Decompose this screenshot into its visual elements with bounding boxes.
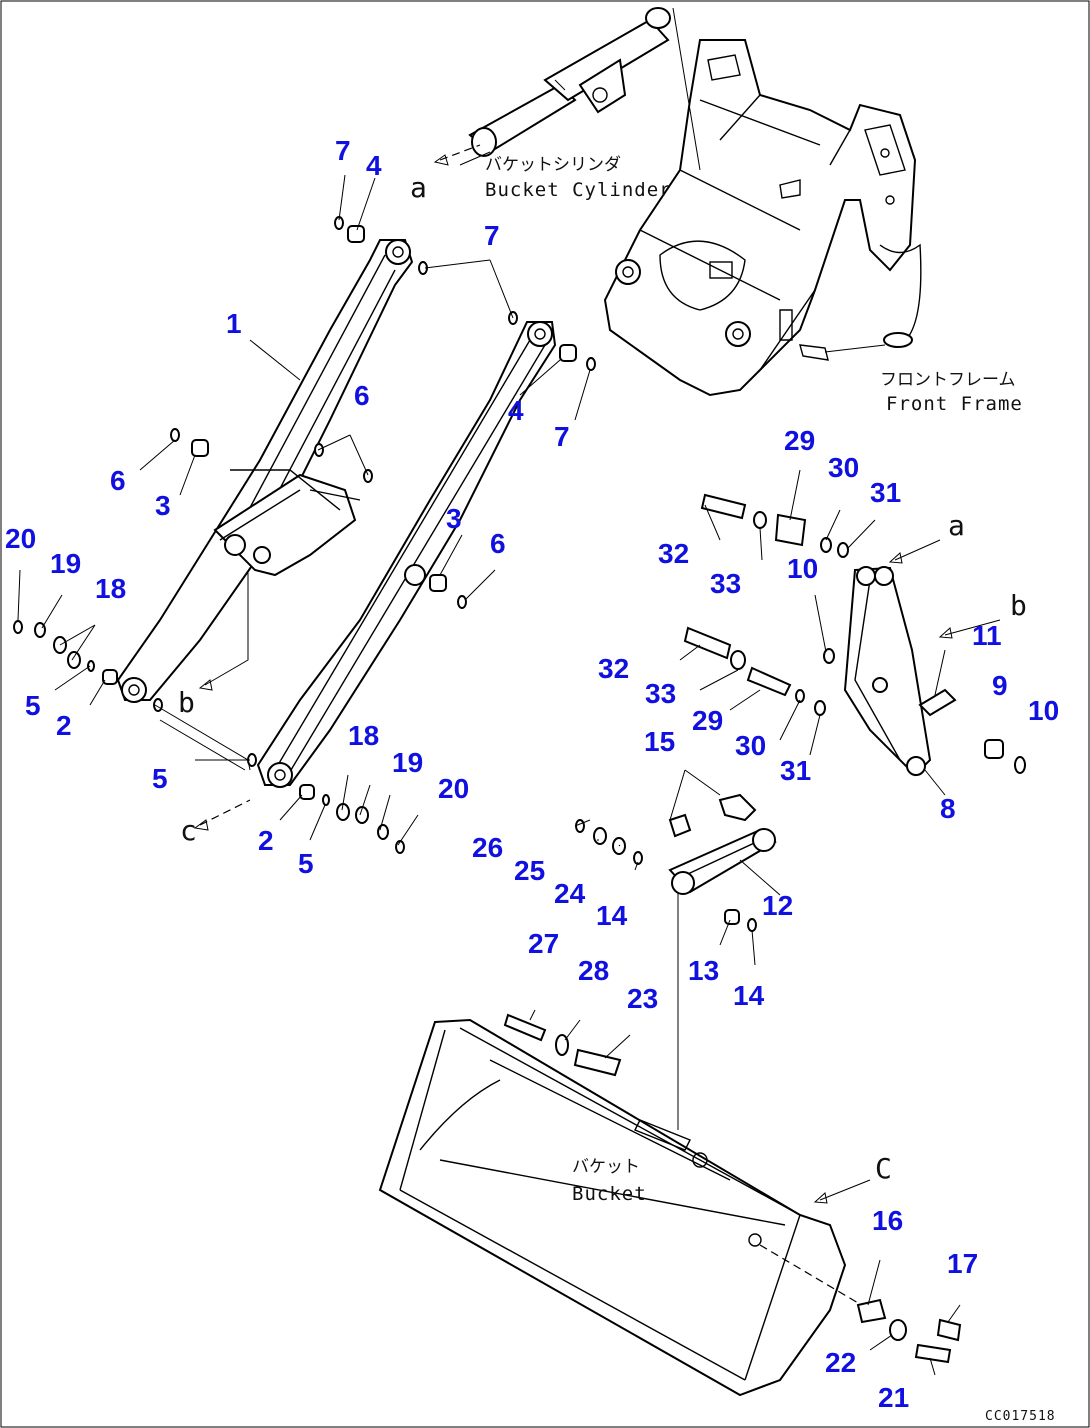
callout-5: 5 (152, 763, 168, 794)
callout-24: 24 (554, 878, 586, 909)
bucket-cylinder-jp-label: バケットシリンダ (485, 155, 621, 175)
callout-19: 19 (50, 548, 81, 579)
callout-31: 31 (780, 755, 811, 786)
drawing-code: CC017518 (985, 1409, 1056, 1424)
callout-16: 16 (872, 1205, 903, 1236)
front-frame-jp-label: フロントフレーム (880, 370, 1016, 390)
front-frame-drawing (603, 39, 922, 397)
callout-5: 5 (25, 690, 41, 721)
callout-7: 7 (335, 135, 351, 166)
reference-arrows (154, 144, 1001, 1204)
bucket-label: Bucket (572, 1183, 647, 1205)
callout-6: 6 (490, 528, 506, 559)
callout-10: 10 (1028, 695, 1059, 726)
callout-3: 3 (446, 503, 462, 534)
callout-4: 4 (508, 395, 524, 426)
callout-2: 2 (56, 710, 72, 741)
callout-18: 18 (95, 573, 126, 604)
reference-letters: a a b b c C (178, 171, 1027, 1185)
ref-c-lower: c (180, 814, 197, 847)
callout-32: 32 (658, 538, 689, 569)
callout-6: 6 (110, 465, 126, 496)
callout-10: 10 (787, 553, 818, 584)
callout-14: 14 (733, 980, 765, 1011)
callout-7: 7 (484, 220, 500, 251)
callout-30: 30 (735, 730, 766, 761)
ref-a-lower: a (948, 509, 965, 542)
callout-6: 6 (354, 380, 370, 411)
callout-1: 1 (226, 308, 242, 339)
leader-lines (17, 174, 961, 1376)
ref-c-bucket: C (875, 1152, 892, 1185)
callout-4: 4 (366, 150, 382, 181)
callout-18: 18 (348, 720, 379, 751)
callout-9: 9 (992, 670, 1008, 701)
bucket-cylinder-drawing (459, 7, 701, 171)
bucket-link-drawing (668, 828, 777, 1130)
callout-8: 8 (940, 793, 956, 824)
callout-11: 11 (972, 620, 1002, 651)
callout-3: 3 (155, 490, 171, 521)
callout-19: 19 (392, 747, 423, 778)
ref-a-upper: a (410, 171, 427, 204)
callout-12: 12 (762, 890, 793, 921)
callout-2: 2 (258, 825, 274, 856)
callout-20: 20 (438, 773, 469, 804)
hardware-parts (13, 216, 1026, 1364)
callout-26: 26 (472, 832, 503, 863)
callout-29: 29 (784, 425, 815, 456)
callout-22: 22 (825, 1347, 856, 1378)
callout-7: 7 (554, 421, 570, 452)
callout-33: 33 (710, 568, 741, 599)
callout-30: 30 (828, 452, 859, 483)
callout-28: 28 (578, 955, 609, 986)
ref-b-right: b (1010, 589, 1027, 622)
ref-b-left: b (178, 686, 195, 719)
bucket-cylinder-label: Bucket Cylinder (485, 179, 672, 201)
callout-23: 23 (627, 983, 658, 1014)
callout-33: 33 (645, 678, 676, 709)
callout-5: 5 (298, 848, 314, 879)
callout-numbers: 7 4 7 1 4 7 6 6 3 3 6 20 19 18 5 2 5 18 … (5, 135, 1059, 1413)
callout-15: 15 (644, 726, 675, 757)
lift-arm-drawing (116, 239, 557, 788)
front-frame-label: Front Frame (886, 393, 1023, 415)
callout-32: 32 (598, 653, 629, 684)
bucket-drawing (378, 1018, 871, 1397)
callout-31: 31 (870, 477, 901, 508)
bellcrank-drawing (843, 566, 932, 777)
component-labels: バケットシリンダ Bucket Cylinder フロントフレーム Front … (485, 155, 1056, 1424)
callout-21: 21 (878, 1382, 909, 1413)
callout-17: 17 (947, 1248, 978, 1279)
callout-25: 25 (514, 855, 545, 886)
callout-29: 29 (692, 705, 723, 736)
callout-20: 20 (5, 523, 36, 554)
callout-13: 13 (688, 955, 719, 986)
bucket-jp-label: バケット (572, 1157, 640, 1177)
callout-14: 14 (596, 900, 628, 931)
callout-27: 27 (528, 928, 559, 959)
